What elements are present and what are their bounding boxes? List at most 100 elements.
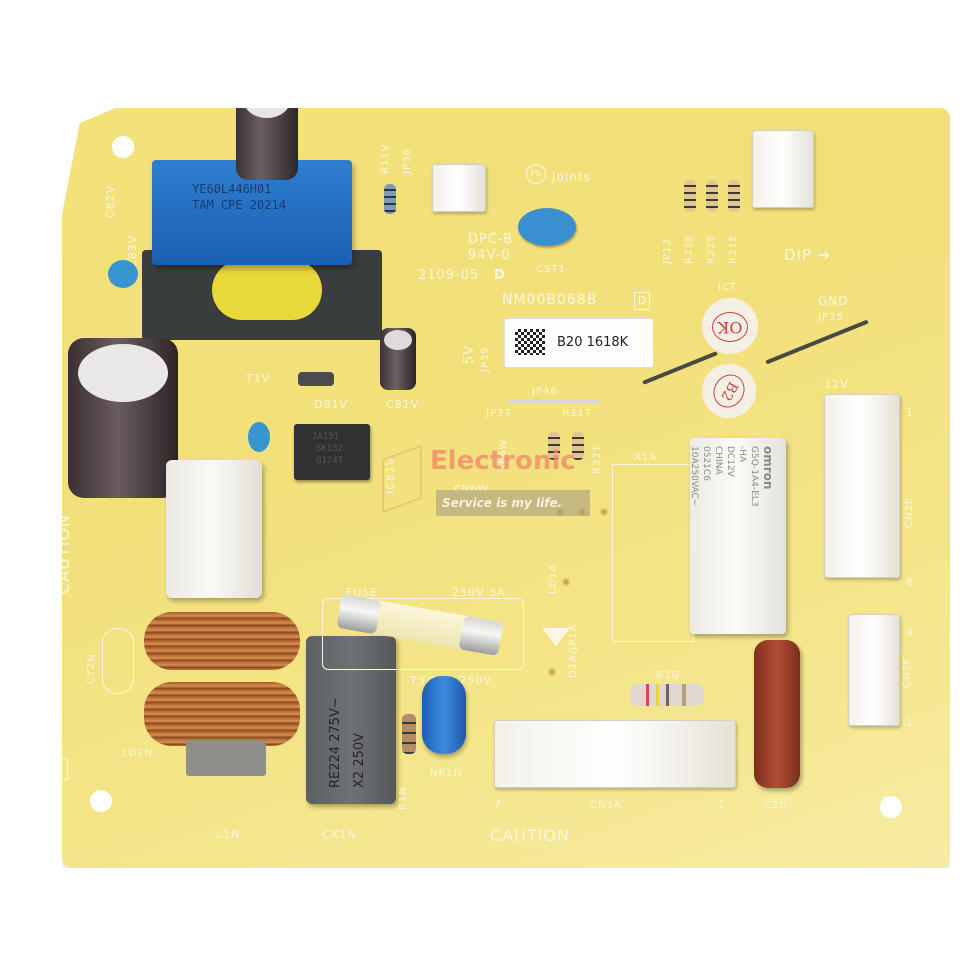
connector-jp38-side[interactable] [432,164,486,212]
silk-fuse-rating: 250V 3A [452,586,506,599]
choke-coil-bottom [144,682,300,746]
ceramic-capacitor-blue-left [108,260,138,288]
fuse-cap-left [336,594,382,635]
silk-cn7f: CN7F [902,657,913,688]
solder-pad [600,508,608,516]
mounting-hole-bottom-left [90,790,112,812]
electrolytic-capacitor-c81v [380,328,416,390]
silk-gnd: GND [818,294,849,308]
watermark: Electronic Service is my life. [382,444,620,526]
silk-r22e: R22E [706,234,717,264]
resistor-r11v [384,184,396,214]
silk-5v: 5V [462,344,477,364]
silk-cn1a: CN1A [590,800,622,811]
silk-revision-inline: D [494,268,506,283]
ceramic-capacitor-blue-mid [248,422,270,452]
relay-origin: CHINA [713,446,723,475]
arrow-right-icon: ➔ [817,246,832,264]
sticker-code: B20 1618K [557,335,629,350]
resistor-r1n [402,714,416,754]
ok-stamp: OK [702,298,758,354]
mounting-hole-top-left [112,136,134,158]
relay-marking: omron G5Q-1A4-EL3 -HA DC12V CHINA 0521C6… [688,446,775,507]
silk-jp37: JP37 [486,408,512,419]
pin-marker-cn1a-left: 7 [494,798,502,811]
relay-lot: 0521C6 [701,446,711,481]
relay-sub: -HA [737,446,747,463]
mounting-hole-bottom-right [880,796,902,818]
capacitor-c81v-face [384,330,412,350]
silk-nr1n: NR1N [430,768,463,779]
b2-stamp: B2 [702,364,756,418]
silk-model-number: NM00B068B [502,292,598,308]
dip-text: DIP [784,246,813,264]
resistor-r23e [684,180,696,212]
b2-stamp-text: B2 [707,368,751,414]
ic-marking-2: SK132 [316,444,344,454]
pin-marker-cn2e-bottom: 8 [906,576,914,589]
silk-c82v: C82V [104,184,117,218]
relay-rating: 10A250VAC~ [689,446,699,507]
relay-model: G5Q-1A4-EL3 [749,446,759,507]
ic-chip: JA151 SK132 G174T [294,424,370,480]
watermark-brand: Electronic [430,446,576,476]
transformer-t1v: YE60L446H01 TAM CPE 20214 [142,160,382,340]
pin-marker-cn1a-right: 1 [718,798,726,811]
resistor-r31t [548,432,560,460]
silk-ict: ICT [718,282,738,293]
connector-cn2e[interactable] [824,394,900,578]
fuse-cap-right [458,615,504,656]
fuse-holder-outline [322,598,524,670]
silk-cst1: CST1 [536,264,566,275]
transformer-winding [212,260,322,320]
choke-base [186,740,266,776]
resistor-r2g [630,684,704,706]
silk-cy2n-outline [102,628,134,694]
choke-coil-top [144,612,300,670]
relay-omron: omron G5Q-1A4-EL3 -HA DC12V CHINA 0521C6… [688,438,786,634]
connector-cn1a[interactable] [494,720,736,788]
marker-line-2 [765,319,869,365]
silk-pcb-material-2: 94V-0 [468,248,511,263]
ic-marking-1: JA151 [312,432,340,442]
silk-x1a: X1A [634,452,658,463]
connector-cn7f[interactable] [848,614,900,726]
silk-r11v: R11V [380,143,391,174]
watermark-tagline: Service is my life. [436,490,590,516]
diode-d81v [298,372,334,386]
page-marker-text: 3 [52,761,62,776]
revision-box: D [634,292,650,310]
silk-date-code: 2109-05 [418,268,480,283]
silk-cx1n: CX1N [322,828,357,841]
solder-pad [562,578,570,586]
ic-marking-3: G174T [316,456,344,466]
pin-marker-cn7f-bottom: 1 [906,716,914,729]
silk-12v: 12V [824,378,849,391]
silk-jp39: JP39 [480,346,491,372]
serial-sticker: B20 1618K [504,318,654,368]
silk-r2g: R2G [656,670,681,681]
relay-outline [612,464,694,642]
film-capacitor-c2g [754,640,800,788]
silk-jp13: JP13 [662,238,673,264]
silk-joints: Joints [552,170,591,184]
silk-r23e: R23E [684,234,695,264]
white-block-capacitor [166,460,262,598]
electrolytic-capacitor-top [236,108,298,180]
jumper-wire-jp46 [508,400,600,403]
resistor-r32t [572,432,584,460]
pb-free-icon: Pb [526,164,546,184]
silk-r31t: R31T [562,408,592,419]
pcb-board: C82V C83V YE60L446H01 TAM CPE 20214 T1V … [62,108,950,868]
capacitor-large-face [78,344,168,402]
silk-cn6w: CN6W [454,484,489,495]
silk-c81v: C81V [386,398,420,411]
dip-label: DIP ➔ [784,246,831,264]
x2-marking-2: X2 250V [352,732,367,788]
ceramic-capacitor-cst1 [518,208,576,246]
silk-t1v: T1V [246,372,271,385]
silk-ld1a: LD1A [548,563,559,594]
resistor-r22e [706,180,718,212]
x2-marking-1: RE224 275V~ [328,697,343,788]
connector-top-right[interactable] [752,130,814,208]
